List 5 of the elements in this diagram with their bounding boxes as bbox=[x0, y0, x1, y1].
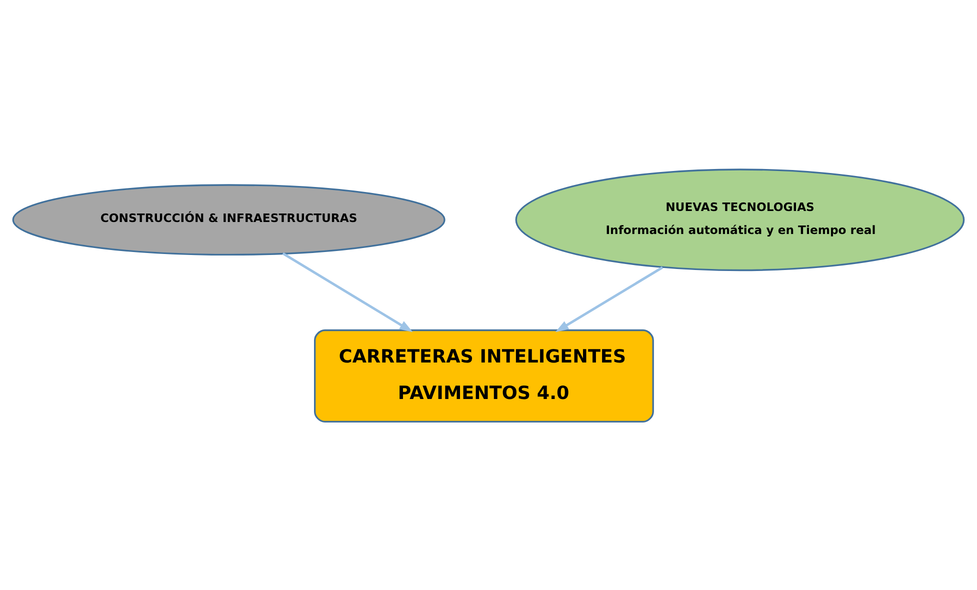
arrow bbox=[555, 266, 664, 332]
arrow bbox=[282, 252, 413, 332]
node-box: CARRETERAS INTELIGENTES PAVIMENTOS 4.0 bbox=[314, 328, 654, 422]
node-ellipse: CONSTRUCCIÓN & INFRAESTRUCTURAS bbox=[12, 184, 446, 256]
node-ellipse: NUEVAS TECNOLOGIAS Información automática y en Tiempo real bbox=[515, 168, 965, 271]
